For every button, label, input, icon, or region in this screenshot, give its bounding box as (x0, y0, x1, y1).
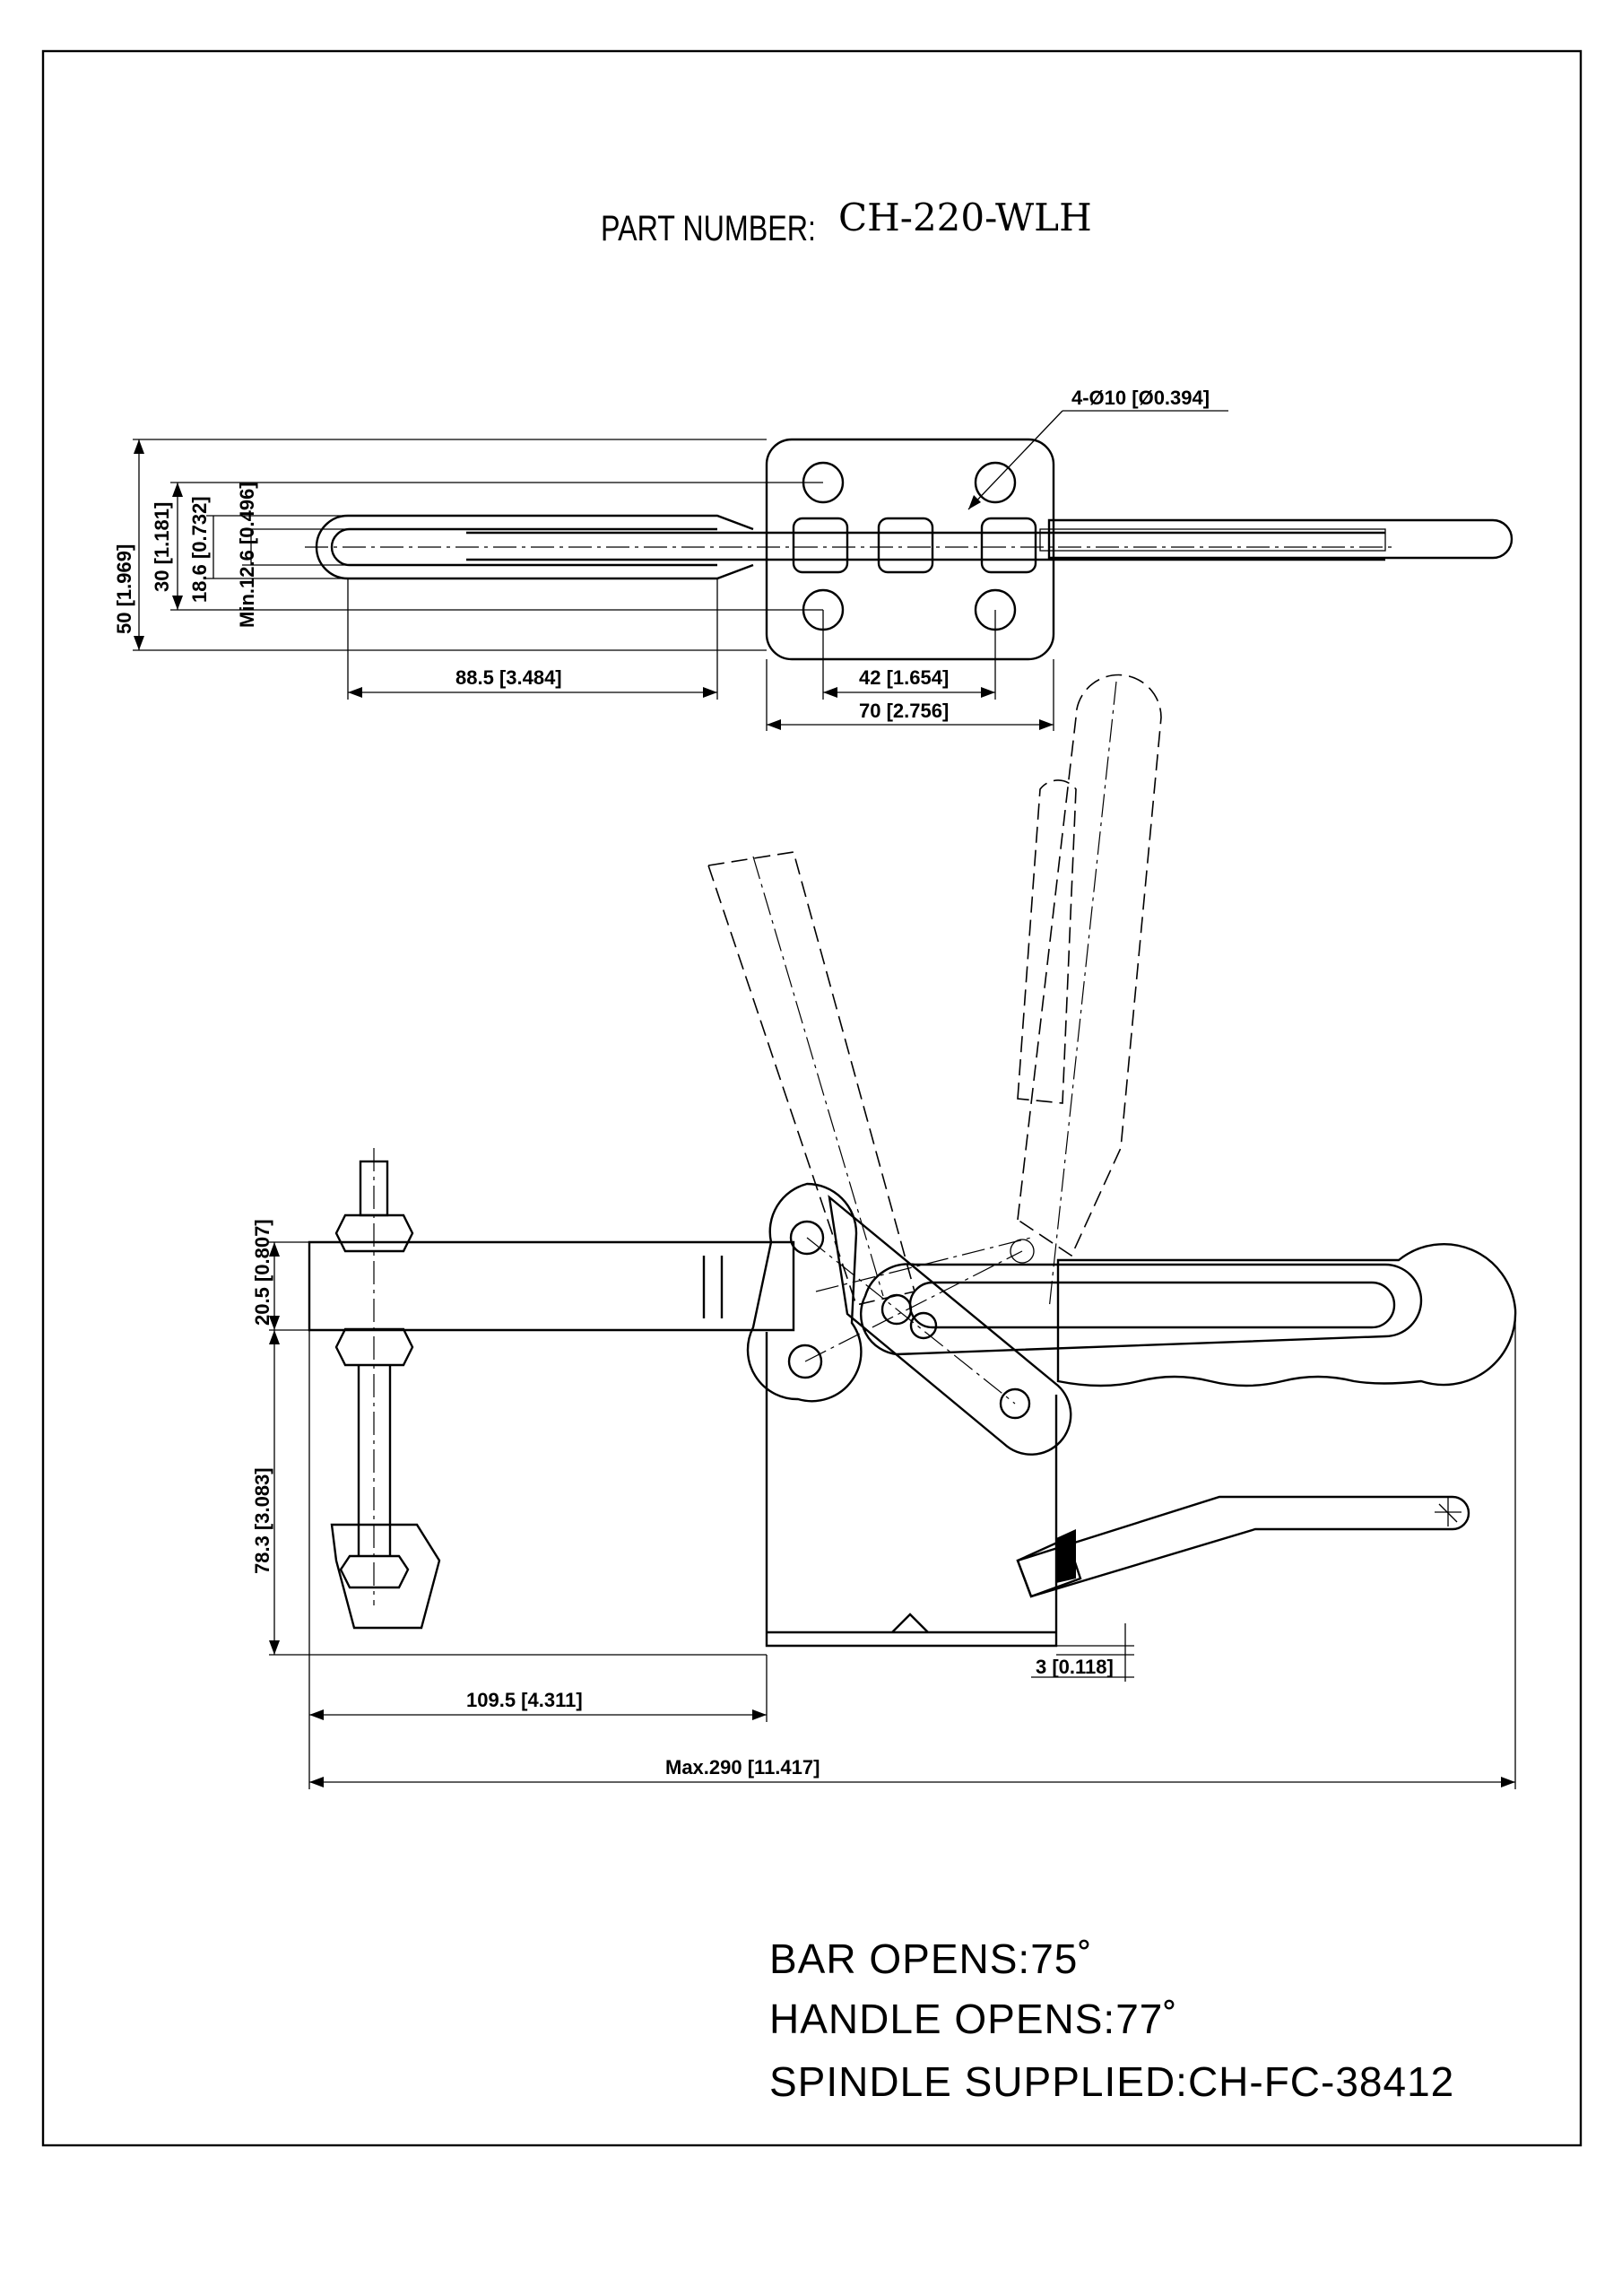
dim-body-height: 78.3 [3.083] (251, 1467, 273, 1574)
handle-open-position (1017, 674, 1162, 1257)
sheet-border (41, 49, 1583, 2147)
dim-hole-spacing-h: 42 [1.654] (859, 666, 949, 689)
dim-hole-spacing-v: 30 [1.181] (151, 502, 173, 592)
dim-base-width: 70 [2.756] (859, 700, 949, 722)
top-view: 4-Ø10 [Ø0.394] 50 [1.969] 30 [1.181] 18.… (113, 387, 1514, 731)
note-spindle: SPINDLE SUPPLIED:CH-FC-38412 (769, 2058, 1454, 2105)
dim-slot-length: 88.5 [3.484] (455, 666, 562, 689)
note-handle-opens: HANDLE OPENS:77˚ (769, 1996, 1178, 2042)
spindle-tip (330, 1523, 441, 1630)
hole-callout: 4-Ø10 [Ø0.394] (1071, 387, 1210, 409)
dim-slot-min: Min.12.6 [0.496] (236, 482, 258, 628)
part-number-label: PART NUMBER: (601, 209, 816, 248)
dim-bar-width: 18.6 [0.732] (188, 496, 211, 603)
clamp-bar (308, 1240, 795, 1332)
handle-grip (1047, 518, 1514, 560)
mount-hole (974, 461, 1017, 504)
side-view: 20.5 [0.807] 78.3 [3.083] 3 [0.118] 109.… (251, 674, 1517, 1789)
clamp-body (765, 1332, 1058, 1648)
handle-grip-side (1056, 1243, 1517, 1387)
handle-closed (859, 1263, 1423, 1356)
note-bar-opens: BAR OPENS:75˚ (769, 1935, 1093, 1982)
link-arm (828, 1195, 1072, 1456)
dim-bar-thickness: 20.5 [0.807] (251, 1219, 273, 1326)
dim-base-offset: 3 [0.118] (1036, 1656, 1114, 1678)
bar-open-position (707, 851, 915, 1306)
base-plate (765, 438, 1055, 661)
lock-lever (1016, 1495, 1470, 1598)
dim-reach: 109.5 [4.311] (466, 1689, 583, 1711)
link-plate (746, 1182, 863, 1403)
dim-total-height: 50 [1.969] (113, 544, 135, 634)
dim-max-length: Max.290 [11.417] (665, 1756, 820, 1779)
part-number-value: CH-220-WLH (838, 196, 1092, 239)
